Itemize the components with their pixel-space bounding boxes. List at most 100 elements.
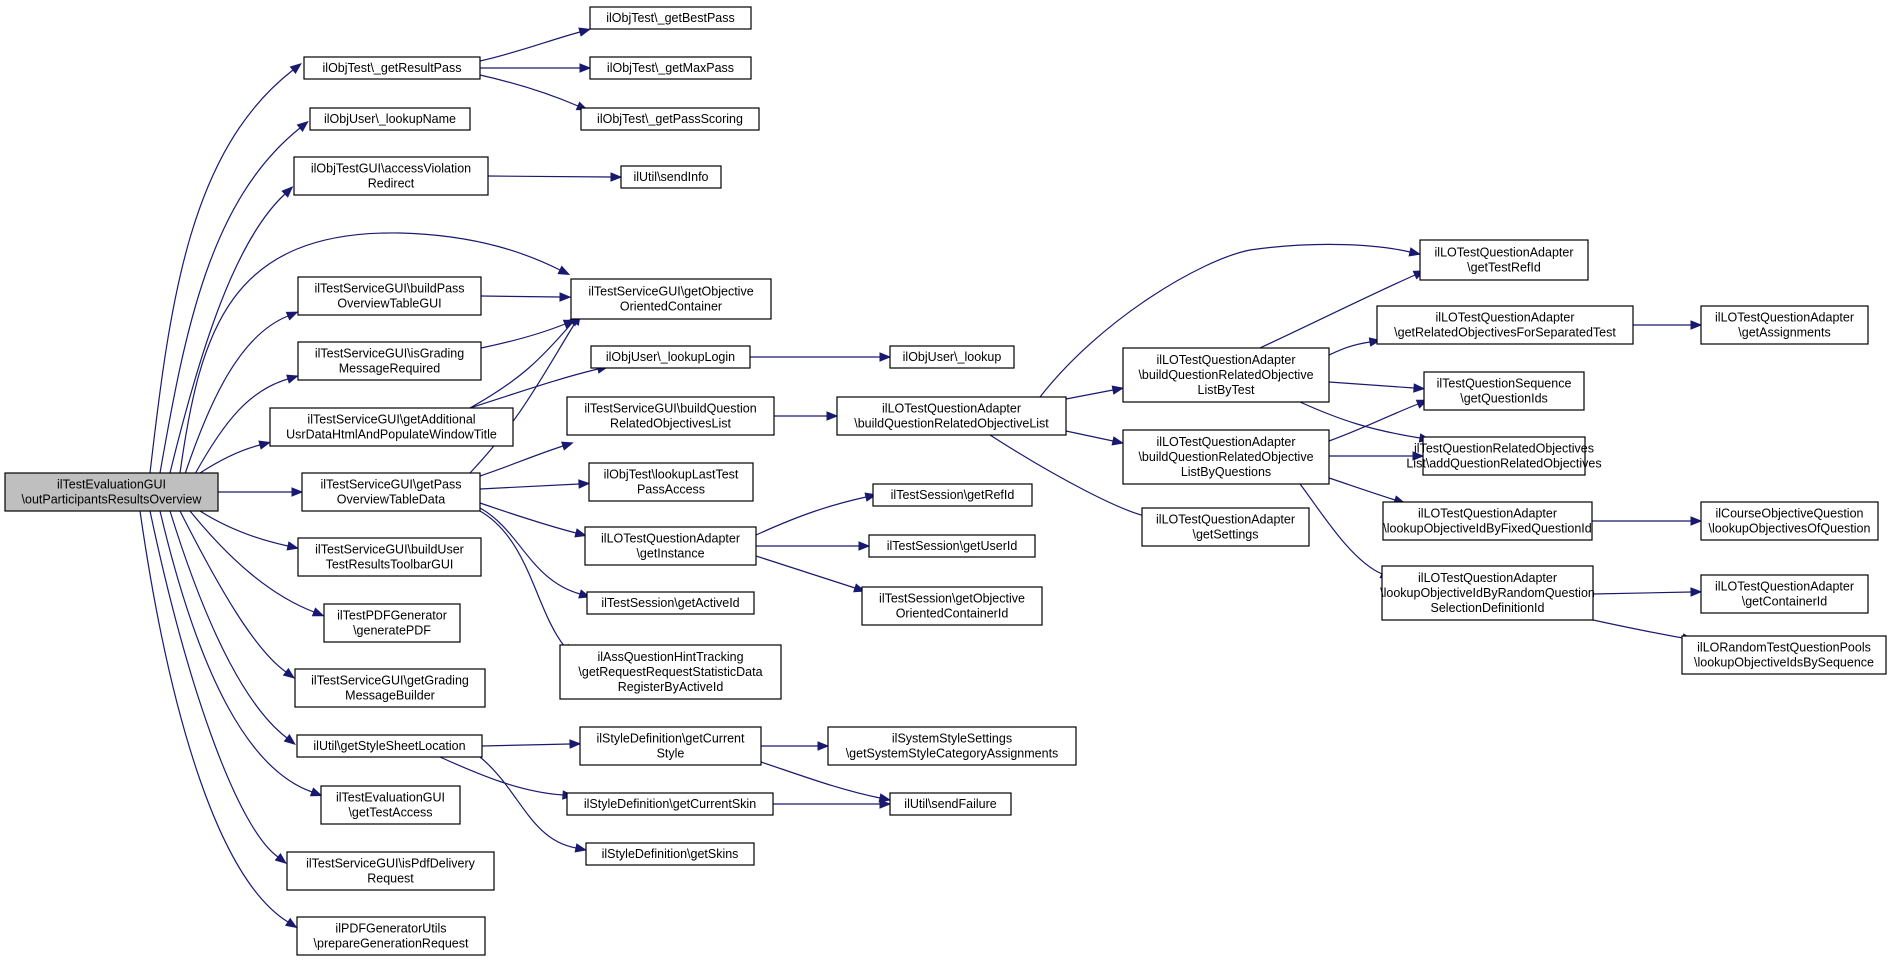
node-ilobjtest-getresultpass[interactable]: ilObjTest\_getResultPass xyxy=(303,56,481,80)
edge-ilutil-getstylesheetlocation-to-ilstyledefinition-getskins xyxy=(479,756,588,853)
node-ilstyledefinition-getcurrentskin[interactable]: ilStyleDefinition\getCurrentSkin xyxy=(566,792,774,816)
edge-iltestservicegui-buildpassoverviewtablegui-to-iltestservicegui-getobjectiveorientedcontainer xyxy=(480,292,572,302)
node-iltestsession-getrefid[interactable]: ilTestSession\getRefId xyxy=(872,483,1033,507)
node-iltestservicegui-buildquestionrelatedobjectiveslist[interactable]: ilTestServiceGUI\buildQuestionRelatedObj… xyxy=(566,396,775,436)
node-iltestservicegui-getadditionalusrdatahtmlandpopulatewindowtitle[interactable]: ilTestServiceGUI\getAdditionalUsrDataHtm… xyxy=(269,407,514,447)
node-illotestquestionadapter-gettestrefid[interactable]: ilLOTestQuestionAdapter\getTestRefId xyxy=(1419,239,1589,281)
node-ilobjuser-lookup[interactable]: ilObjUser\_lookup xyxy=(889,345,1015,369)
node-label-line: ilLOTestQuestionAdapter xyxy=(1715,580,1854,594)
node-box xyxy=(889,345,1015,369)
node-illotestquestionadapter-getassignments[interactable]: ilLOTestQuestionAdapter\getAssignments xyxy=(1700,305,1869,345)
edge-line xyxy=(479,510,566,648)
node-box xyxy=(309,107,471,131)
node-ilutil-sendfailure[interactable]: ilUtil\sendFailure xyxy=(889,792,1012,816)
node-iltestevaluationgui-gettestaccess[interactable]: ilTestEvaluationGUI\getTestAccess xyxy=(320,785,461,825)
edge-line xyxy=(1065,389,1114,400)
node-label-line: ilTestServiceGUI\getPass xyxy=(320,478,461,492)
node-label-line: \lookupObjectiveIdsBySequence xyxy=(1694,656,1874,670)
edge-line xyxy=(1592,591,1692,595)
edge-line xyxy=(139,510,289,923)
node-label-line: ilUtil\sendFailure xyxy=(904,797,996,811)
node-illotestquestionadapter-buildquestionrelatedobjectivelist[interactable]: ilLOTestQuestionAdapter\buildQuestionRel… xyxy=(836,396,1067,436)
edge-line xyxy=(169,193,286,474)
node-iltestquestionrelatedobjectiveslist-addquestionrelatedobjectives[interactable]: ilTestQuestionRelatedObjectivesList\addQ… xyxy=(1406,436,1602,476)
node-illotestquestionadapter-lookupobjectiveidbyrandomquestionselectiondefinitionid[interactable]: ilLOTestQuestionAdapter\lookupObjectiveI… xyxy=(1380,565,1595,621)
edge-illotestquestionadapter-getinstance-to-iltestsession-getobjectiveorientedcontainerid xyxy=(755,555,866,593)
node-box xyxy=(297,537,482,577)
edge-ilobjtest-getresultpass-to-ilobjtest-getpassscoring xyxy=(479,74,589,111)
edge-line xyxy=(469,368,599,409)
node-iltestservicegui-buildusertestresultstoolbargui[interactable]: ilTestServiceGUI\buildUserTestResultsToo… xyxy=(297,537,482,577)
node-ilutil-getstylesheetlocation[interactable]: ilUtil\getStyleSheetLocation xyxy=(296,734,483,758)
arrow-head xyxy=(282,667,296,679)
arrow-head xyxy=(1690,320,1703,330)
node-ilstyledefinition-getskins[interactable]: ilStyleDefinition\getSkins xyxy=(585,842,755,866)
edge-line xyxy=(149,69,294,474)
node-illotestquestionadapter-buildquestionrelatedobjectivelistbyquestions[interactable]: ilLOTestQuestionAdapter\buildQuestionRel… xyxy=(1122,429,1330,485)
edge-iltestservicegui-getpassoverviewtabledata-to-illotestquestionadapter-getinstance xyxy=(479,502,587,538)
node-label-line: ilObjTest\_getPassScoring xyxy=(597,112,743,126)
edge-iltestevaluationgui-outparticipantsresultsoverview-to-iltestpdfgenerator-generatepdf xyxy=(189,510,325,617)
node-illotestquestionadapter-getrelatedobjectivesforseparatedtest[interactable]: ilLOTestQuestionAdapter\getRelatedObject… xyxy=(1376,305,1634,345)
arrow-head xyxy=(309,787,323,797)
node-illorandomtestquestionpools-lookupobjectiveidsbysequence[interactable]: ilLORandomTestQuestionPools\lookupObject… xyxy=(1681,635,1887,675)
node-box xyxy=(588,462,754,502)
node-iltestservicegui-buildpassoverviewtablegui[interactable]: ilTestServiceGUI\buildPassOverviewTableG… xyxy=(297,276,482,316)
node-illotestquestionadapter-getsettings[interactable]: ilLOTestQuestionAdapter\getSettings xyxy=(1141,507,1310,547)
node-illotestquestionadapter-buildquestionrelatedobjectivelistbytest[interactable]: ilLOTestQuestionAdapter\buildQuestionRel… xyxy=(1122,347,1330,403)
node-illotestquestionadapter-lookupobjectiveidbyfixedquestionid[interactable]: ilLOTestQuestionAdapter\lookupObjectiveI… xyxy=(1382,501,1593,541)
edge-illotestquestionadapter-buildquestionrelatedobjectivelist-to-illotestquestionadapter-buildquestionrelatedobjectivelistbytest xyxy=(1065,385,1125,400)
node-iltestpdfgenerator-generatepdf[interactable]: ilTestPDFGenerator\generatePDF xyxy=(323,603,461,643)
node-label-line: List\addQuestionRelatedObjectives xyxy=(1406,457,1601,471)
node-iltestsession-getobjectiveorientedcontainerid[interactable]: ilTestSession\getObjectiveOrientedContai… xyxy=(861,586,1043,626)
edge-line xyxy=(184,315,289,475)
node-illotestquestionadapter-getcontainerid[interactable]: ilLOTestQuestionAdapter\getContainerId xyxy=(1700,574,1869,614)
node-ilcourseobjectivequestion-lookupobjectivesofquestion[interactable]: ilCourseObjectiveQuestion\lookupObjectiv… xyxy=(1700,501,1879,541)
node-ilutil-sendinfo[interactable]: ilUtil\sendInfo xyxy=(620,165,722,189)
edge-iltestservicegui-getpassoverviewtabledata-to-ilassquestionhinttracking-getrequestrequeststatisticdataregisterbyactiveid xyxy=(479,510,572,656)
node-label-line: \buildQuestionRelatedObjectiveList xyxy=(854,417,1049,431)
arrow-head xyxy=(289,62,302,75)
node-iltestservicegui-getpassoverviewtabledata[interactable]: ilTestServiceGUI\getPassOverviewTableDat… xyxy=(301,472,481,512)
node-ilobjtest-getbestpass[interactable]: ilObjTest\_getBestPass xyxy=(589,6,752,30)
arrow-head xyxy=(879,352,892,362)
node-box xyxy=(303,56,481,80)
node-label-line: ilTestSession\getRefId xyxy=(891,488,1015,502)
arrow-head xyxy=(1690,587,1703,597)
node-label-line: ilTestServiceGUI\buildPass xyxy=(314,282,464,296)
arrow-head xyxy=(1408,247,1422,257)
node-ilobjtest-getpassscoring[interactable]: ilObjTest\_getPassScoring xyxy=(580,107,760,131)
node-label-line: \lookupObjectiveIdByRandomQuestion xyxy=(1380,586,1595,600)
node-iltestquestionsequence-getquestionids[interactable]: ilTestQuestionSequence\getQuestionIds xyxy=(1423,371,1585,411)
node-box xyxy=(1122,347,1330,403)
node-ilpdfgeneratorutils-preparegenerationrequest[interactable]: ilPDFGeneratorUtils\prepareGenerationReq… xyxy=(296,916,486,956)
node-ilobjuser-lookupname[interactable]: ilObjUser\_lookupName xyxy=(309,107,471,131)
node-ilobjuser-lookuplogin[interactable]: ilObjUser\_lookupLogin xyxy=(590,345,751,369)
node-ilassquestionhinttracking-getrequestrequeststatisticdataregisterbyactiveid[interactable]: ilAssQuestionHintTracking\getRequestRequ… xyxy=(559,644,782,700)
node-ilobjtest-getmaxpass[interactable]: ilObjTest\_getMaxPass xyxy=(589,56,752,80)
node-label-line: ilTestEvaluationGUI xyxy=(336,791,445,805)
node-label-line: ilTestServiceGUI\getObjective xyxy=(588,285,753,299)
node-iltestservicegui-isgradingmessagerequired[interactable]: ilTestServiceGUI\isGradingMessageRequire… xyxy=(297,341,482,381)
edge-line xyxy=(480,295,561,298)
node-iltestservicegui-getgradingmessagebuilder[interactable]: ilTestServiceGUI\getGradingMessageBuilde… xyxy=(294,668,486,708)
node-ilsystemstylesettings-getsystemstylecategoryassignments[interactable]: ilSystemStyleSettings\getSystemStyleCate… xyxy=(827,726,1077,766)
edge-iltestservicegui-isgradingmessagerequired-to-iltestservicegui-getobjectiveorientedcontainer xyxy=(480,319,576,349)
node-box xyxy=(836,396,1067,436)
node-label-line: MessageRequired xyxy=(339,362,440,376)
node-label-line: ilLOTestQuestionAdapter xyxy=(1156,513,1295,527)
arrow-head xyxy=(610,172,623,182)
node-iltestevaluationgui-outparticipantsresultsoverview[interactable]: ilTestEvaluationGUI\outParticipantsResul… xyxy=(4,472,219,512)
node-iltestsession-getuserid[interactable]: ilTestSession\getUserId xyxy=(868,534,1036,558)
edge-line xyxy=(1328,403,1419,442)
node-iltestservicegui-getobjectiveorientedcontainer[interactable]: ilTestServiceGUI\getObjectiveOrientedCon… xyxy=(570,278,772,320)
node-illotestquestionadapter-getinstance[interactable]: ilLOTestQuestionAdapter\getInstance xyxy=(584,526,757,566)
arrow-head xyxy=(296,120,309,132)
node-box xyxy=(1700,574,1869,614)
edge-line xyxy=(479,445,564,477)
node-iltestsession-getactiveid[interactable]: ilTestSession\getActiveId xyxy=(586,591,755,615)
